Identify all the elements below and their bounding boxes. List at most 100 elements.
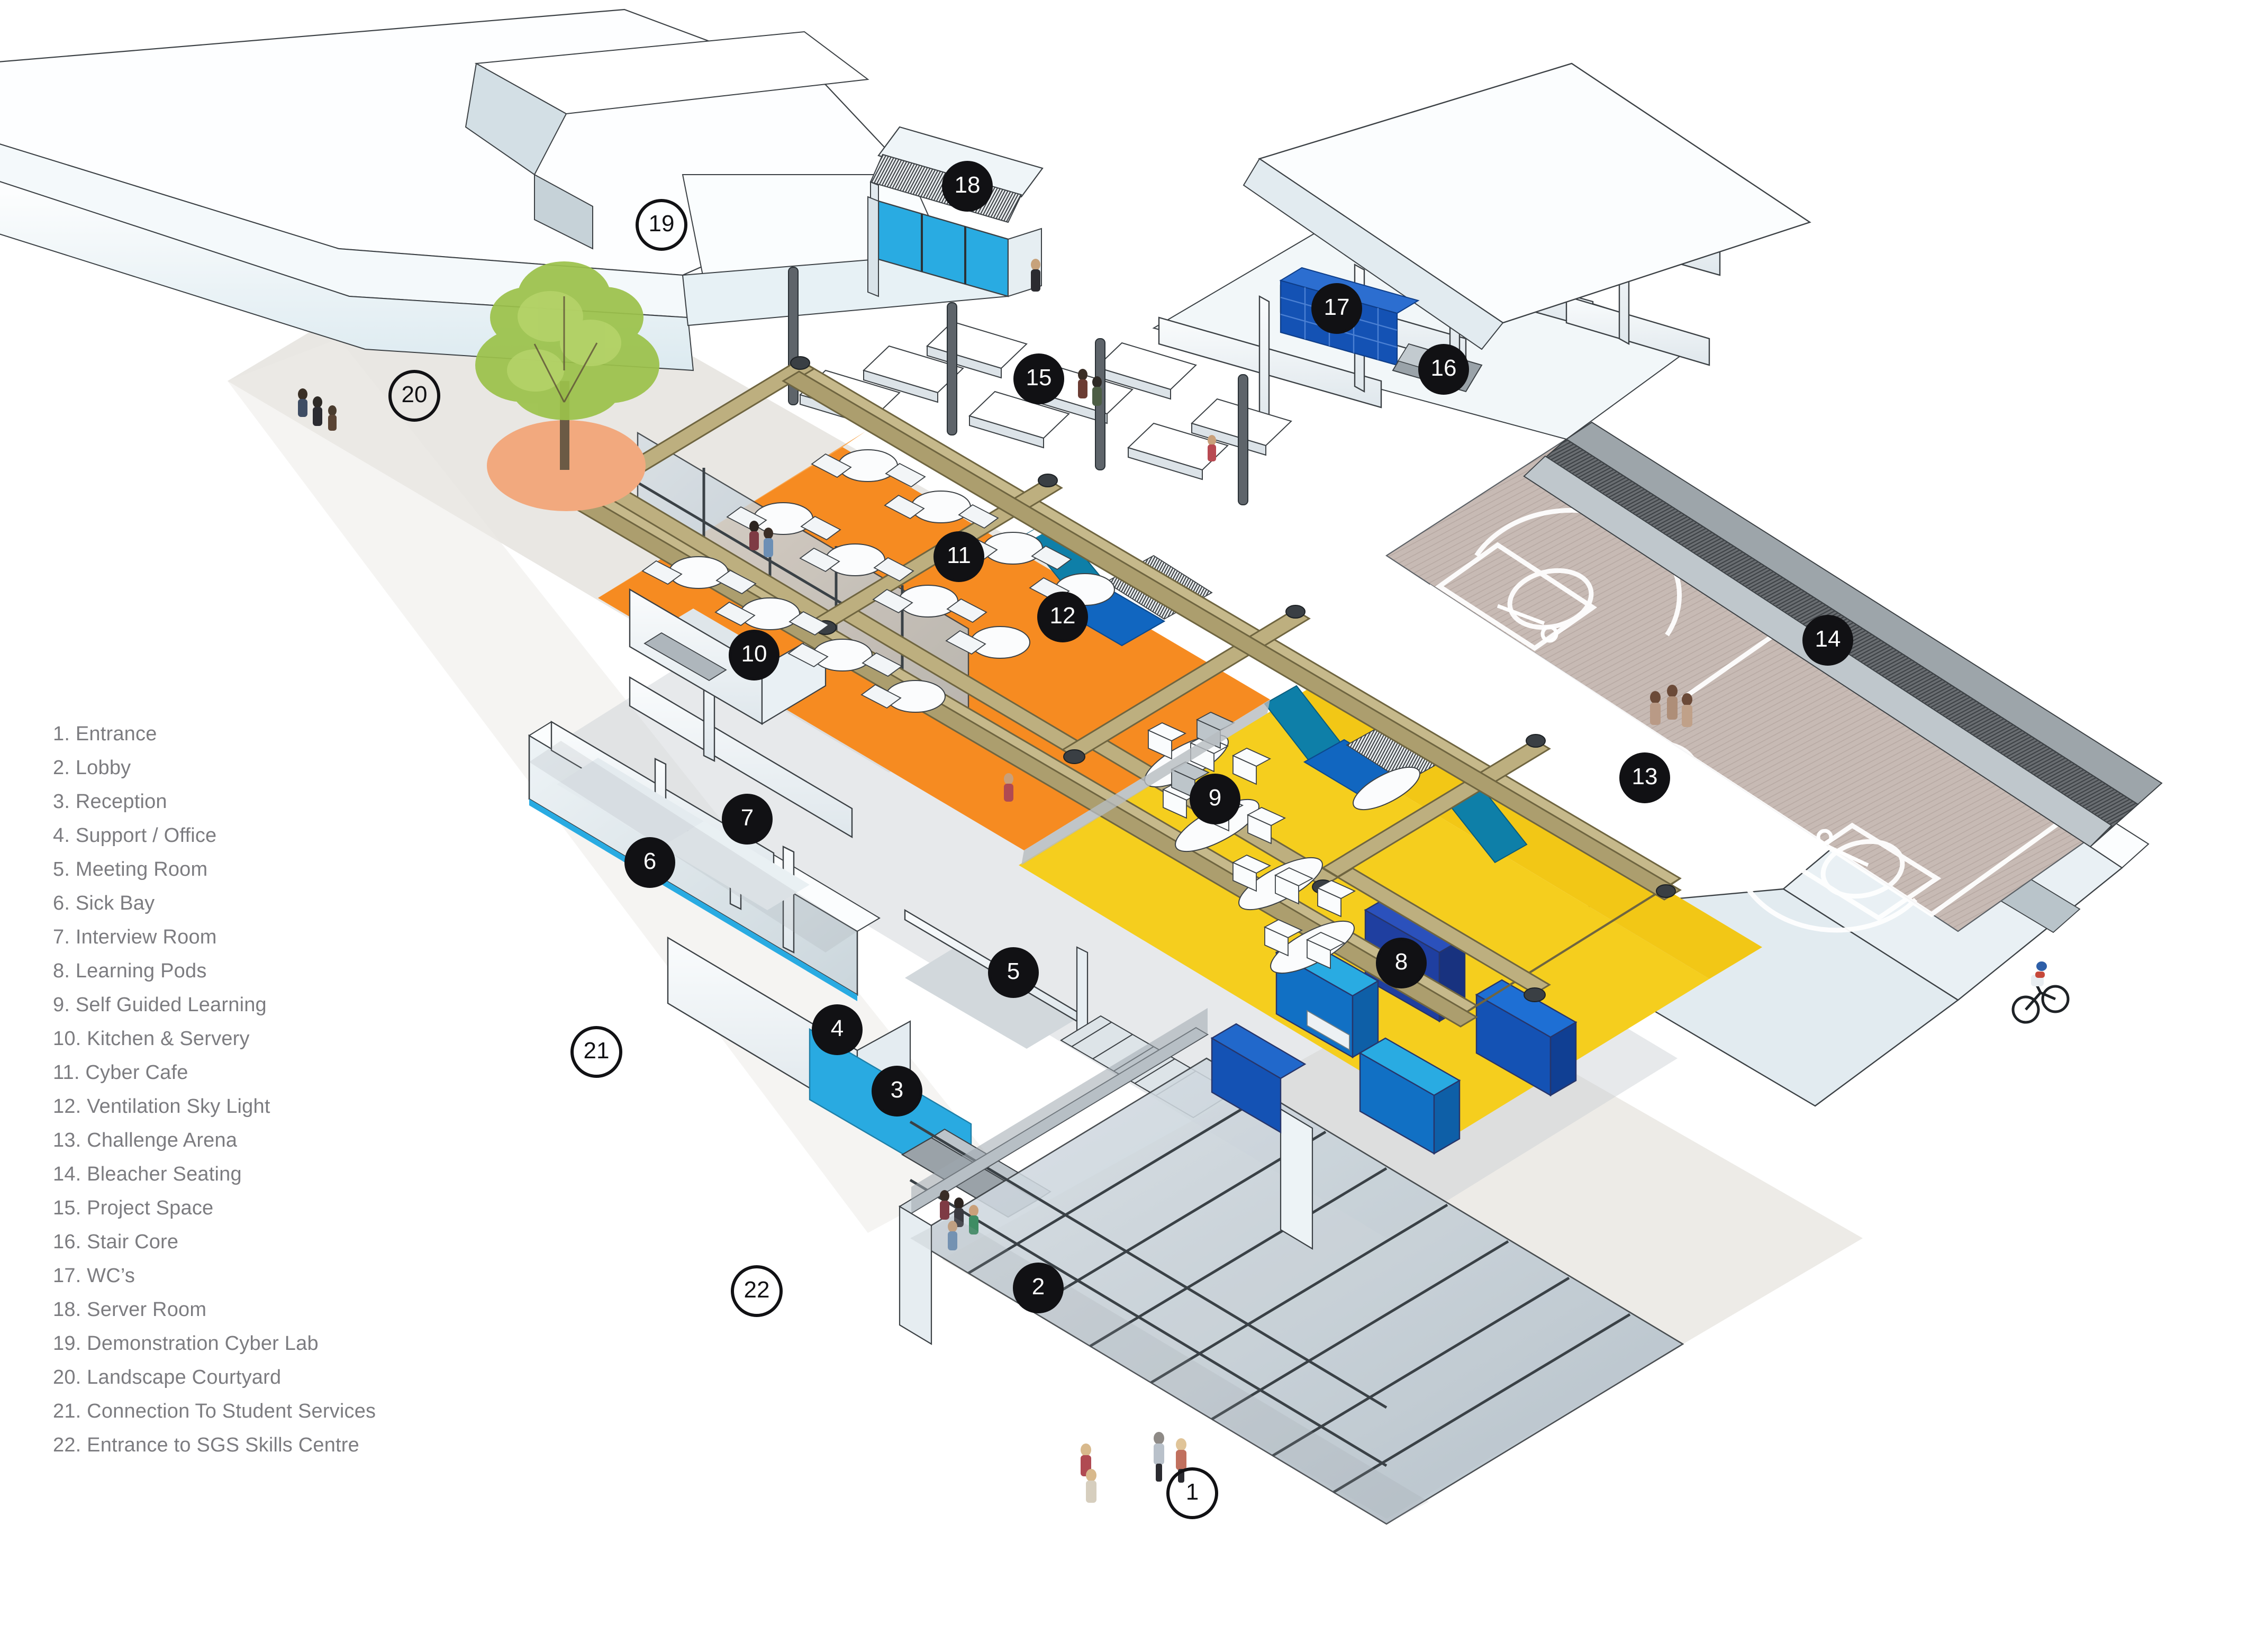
legend-item-3: 3. Reception [53,791,167,813]
person [948,1221,957,1250]
legend-item-17: 17. WC’s [53,1265,135,1287]
legend-item-20: 20. Landscape Courtyard [53,1366,282,1388]
truss-bottom-chord [782,370,1682,901]
person [1004,773,1013,802]
legend-item-22: 22. Entrance to SGS Skills Centre [53,1434,359,1456]
callout-marker-2: 2 [1013,1263,1064,1313]
person-playing [1682,693,1692,727]
person [298,388,307,417]
person [1086,1469,1096,1503]
callout-marker-label: 18 [954,172,981,198]
truss-diagonal [1321,739,1551,878]
legend-item-11: 11. Cyber Cafe [53,1061,188,1084]
callout-marker-11: 11 [933,531,984,582]
person-playing [1667,685,1678,720]
south-glazed-facade [909,1057,1684,1525]
south-facade-pier-mid [1280,1108,1313,1250]
callout-marker-label: 1 [1185,1479,1199,1505]
people [298,259,1692,1503]
legend-item-16: 16. Stair Core [53,1231,179,1253]
callout-marker-1: 1 [1166,1467,1218,1519]
callout-marker-19: 19 [636,199,687,251]
legend-item-7: 7. Interview Room [53,926,217,948]
callout-marker-20: 20 [388,370,440,422]
callout-marker-3: 3 [872,1066,922,1117]
north-block-big-roof-side [1243,158,1504,350]
person [749,521,759,550]
hoop-marking [1497,604,1558,643]
cyclist [2011,961,2070,1024]
callout-marker-12: 12 [1037,592,1088,642]
person [764,528,773,557]
server-room-mullions [921,214,966,284]
callout-marker-label: 20 [401,382,428,407]
lobby-soffit [911,1008,1208,1213]
person [328,405,337,431]
tree [475,261,659,470]
legend-item-15: 15. Project Space [53,1197,214,1219]
legend-item-8: 8. Learning Pods [53,960,207,982]
server-room-wall-front [867,196,879,297]
cafe-table [668,449,1115,713]
callout-marker-label: 13 [1631,764,1658,789]
legend-item-4: 4. Support / Office [53,824,217,847]
south-facade-pier-left [899,1205,932,1345]
callout-marker-label: 19 [648,211,675,237]
kitchen-counter [643,632,727,682]
callout-marker-7: 7 [722,794,773,845]
callout-marker-14: 14 [1802,615,1853,666]
callout-marker-label: 10 [741,641,767,667]
callout-marker-label: 15 [1026,365,1052,391]
west-wall-blue-edge [529,799,857,1001]
legend-item-19: 19. Demonstration Cyber Lab [53,1332,319,1355]
person-playing [1650,691,1661,725]
south-facade-mullions [909,1094,1631,1494]
callout-marker-label: 9 [1208,785,1222,811]
bleacher-top-cap [1565,421,2163,805]
legend-item-6: 6. Sick Bay [53,892,155,914]
legend-item-2: 2. Lobby [53,757,131,779]
callout-marker-22: 22 [731,1265,783,1317]
callout-marker-label: 16 [1430,355,1457,381]
legend-item-1: 1. Entrance [53,723,157,745]
legend-item-5: 5. Meeting Room [53,858,208,881]
legend-item-14: 14. Bleacher Seating [53,1163,242,1185]
steel-columns [788,267,1248,505]
person [940,1190,949,1220]
person [954,1197,964,1227]
person [1078,369,1087,398]
legend-item-10: 10. Kitchen & Servery [53,1028,250,1050]
callout-marker-5: 5 [988,947,1039,998]
callout-marker-6: 6 [624,837,675,888]
callout-marker-label: 17 [1324,294,1350,320]
person [1208,435,1216,461]
callout-marker-label: 2 [1031,1274,1045,1300]
callout-marker-18: 18 [942,161,993,212]
legend-item-9: 9. Self Guided Learning [53,994,267,1016]
legend-item-12: 12. Ventilation Sky Light [53,1095,270,1118]
callout-marker-label: 12 [1049,603,1076,629]
callout-marker-label: 3 [890,1077,904,1103]
demo-cyber-lab-opening [534,174,593,250]
callout-marker-label: 21 [583,1038,610,1064]
legend-item-18: 18. Server Room [53,1299,207,1321]
legend-list: 1. Entrance 2. Lobby 3. Reception 4. Suppor… [53,717,455,1462]
person [969,1205,978,1235]
learning-pod [1210,1023,1307,1134]
hoop-marking-2 [1816,829,1869,867]
callout-marker-17: 17 [1311,283,1362,334]
person [313,396,322,426]
callout-marker-13: 13 [1619,752,1670,803]
callout-marker-label: 4 [830,1015,844,1041]
callout-marker-label: 14 [1815,626,1841,652]
callout-marker-label: 6 [643,848,657,874]
callout-marker-label: 11 [947,542,971,568]
atrium-circulation [1021,700,1270,865]
legend-item-13: 13. Challenge Arena [53,1129,238,1151]
callout-marker-21: 21 [570,1026,622,1078]
learning-pod [1475,979,1578,1097]
meeting-room-floor [905,947,1077,1049]
callout-marker-label: 7 [740,805,754,831]
learning-pods [1210,894,1578,1155]
